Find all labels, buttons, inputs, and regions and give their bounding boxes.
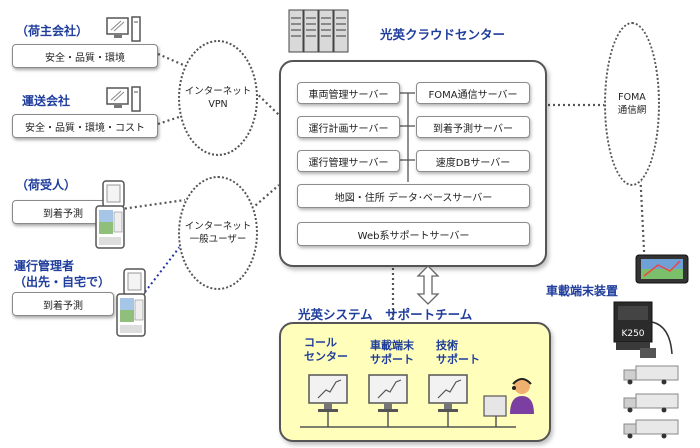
double-arrow-icon [416,265,440,305]
terminal-support-label: 車載端末 サポート [370,339,414,367]
map-address-db-server: 地図・住所 データ･ベースサーバー [297,184,530,208]
k250-terminal-icon: K250 [613,301,653,350]
operator-headset-icon [483,378,534,417]
onboard-terminal-trucks-icon: K250 [613,301,679,439]
terminal-support-line2: サポート [370,353,414,366]
internet-general-ellipse: インターネット 一般ユーザー [178,176,258,290]
carrier-role: 安全・品質・環境・コスト [25,122,145,134]
server-rack-icon [288,9,349,53]
desktop-pc-icon [106,16,141,42]
monitor-icon [368,374,408,412]
foma-comm-server: FOMA通信サーバー [416,82,530,104]
manager-title: 運行管理者 （出先・自宅で） [14,258,110,290]
call-center-line2: センター [304,350,348,363]
monitor-icon [428,374,468,412]
support-team-title: 光英システム サポートチーム [298,307,473,322]
foma-network-line1: FOMA [618,92,646,103]
svg-text:K250: K250 [621,329,644,339]
onboard-terminal-title: 車載端末装置 [546,284,619,298]
cloud-center-title: 光英クラウドセンター [380,27,506,42]
mobile-phone-icon [116,268,146,337]
carrier-title: 運送会社 [22,94,71,108]
internet-general-line2: 一般ユーザー [189,234,247,245]
truck-icon [623,365,679,385]
tech-support-line1: 技術 [436,339,458,352]
mobile-phone-icon [95,180,125,249]
terminal-support-line1: 車載端末 [370,339,414,352]
operation-mgmt-server: 運行管理サーバー [297,150,400,172]
consignee-title: （荷受人） [16,178,77,192]
web-support-server: Web系サポートサーバー [297,222,530,246]
car-navigation-icon [635,254,689,284]
call-center-line1: コール [304,336,337,349]
foma-network-line2: 通信網 [617,105,647,116]
call-center-label: コール センター [304,336,348,364]
desktop-pc-icon [106,86,141,112]
shipper-role: 安全・品質・環境 [45,52,125,64]
support-network-diagram [300,374,534,428]
internet-vpn-line1: インターネット [184,86,252,97]
arrival-forecast-server: 到着予測サーバー [416,116,530,138]
manager-title-line2: （出先・自宅で） [14,275,111,289]
tech-support-label: 技術 サポート [436,339,480,367]
vehicle-mgmt-server: 車両管理サーバー [297,82,400,104]
carrier-role-box: 安全・品質・環境・コスト [12,114,158,138]
foma-network-ellipse: FOMA 通信網 [604,22,660,186]
shipper-title: （荷主会社） [16,24,89,38]
server-connector-lines [399,92,415,182]
manager-role-box: 到着予測 [12,292,114,316]
internet-vpn-line2: VPN [208,99,228,110]
manager-role: 到着予測 [43,300,83,312]
shipper-role-box: 安全・品質・環境 [12,44,158,68]
speed-db-server: 速度DBサーバー [416,150,530,172]
truck-icon [623,419,679,439]
internet-general-line1: インターネット [184,221,252,232]
truck-icon [623,393,679,413]
operation-plan-server: 運行計画サーバー [297,116,400,138]
tech-support-line2: サポート [436,353,480,366]
manager-title-line1: 運行管理者 [14,259,75,273]
internet-vpn-ellipse: インターネット VPN [178,40,258,156]
consignee-role: 到着予測 [43,208,83,220]
monitor-icon [308,374,348,412]
